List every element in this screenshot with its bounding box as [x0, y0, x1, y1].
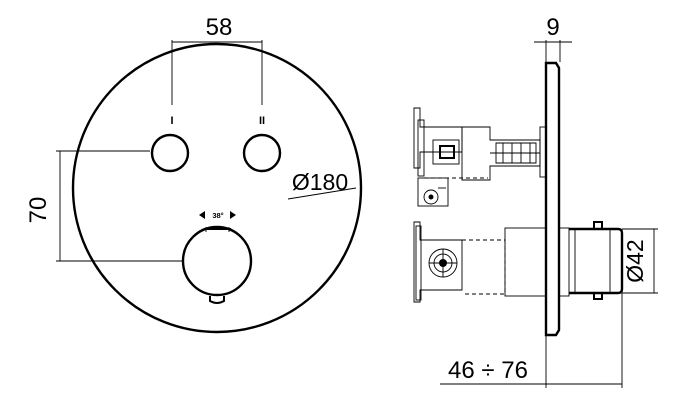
rotation-label: 38°	[212, 211, 223, 220]
dim-depth-label: 46 ÷ 76	[448, 357, 528, 384]
dim-70-label: 70	[25, 197, 52, 224]
main-handle-circle	[181, 225, 253, 297]
knob-left	[150, 133, 190, 173]
rotation-arrow-right-icon	[230, 211, 236, 219]
handle-bottom-tab	[209, 296, 225, 304]
dim-180-leader	[287, 187, 357, 200]
knob-mark-right: II	[259, 115, 265, 127]
side-handle-outline	[569, 227, 624, 295]
cover-plate	[544, 61, 561, 337]
dim-58-label: 58	[206, 14, 233, 41]
front-view: 58 I II 70 Ø180 38°	[25, 14, 363, 334]
rotation-indicator: 38°	[199, 211, 236, 220]
front-plate-circle	[71, 42, 363, 334]
lower-valve-body	[413, 221, 570, 303]
knob-right	[242, 133, 282, 173]
knob-mark-left: I	[170, 115, 173, 127]
rotation-arrow-left-icon	[199, 211, 205, 219]
dim-180-label: Ø180	[292, 169, 348, 195]
side-handle	[569, 221, 624, 300]
dim-9-label: 9	[546, 14, 559, 41]
dim-42-label: Ø42	[622, 239, 648, 282]
side-view: 9	[413, 14, 658, 388]
upper-cartridge	[413, 107, 547, 207]
